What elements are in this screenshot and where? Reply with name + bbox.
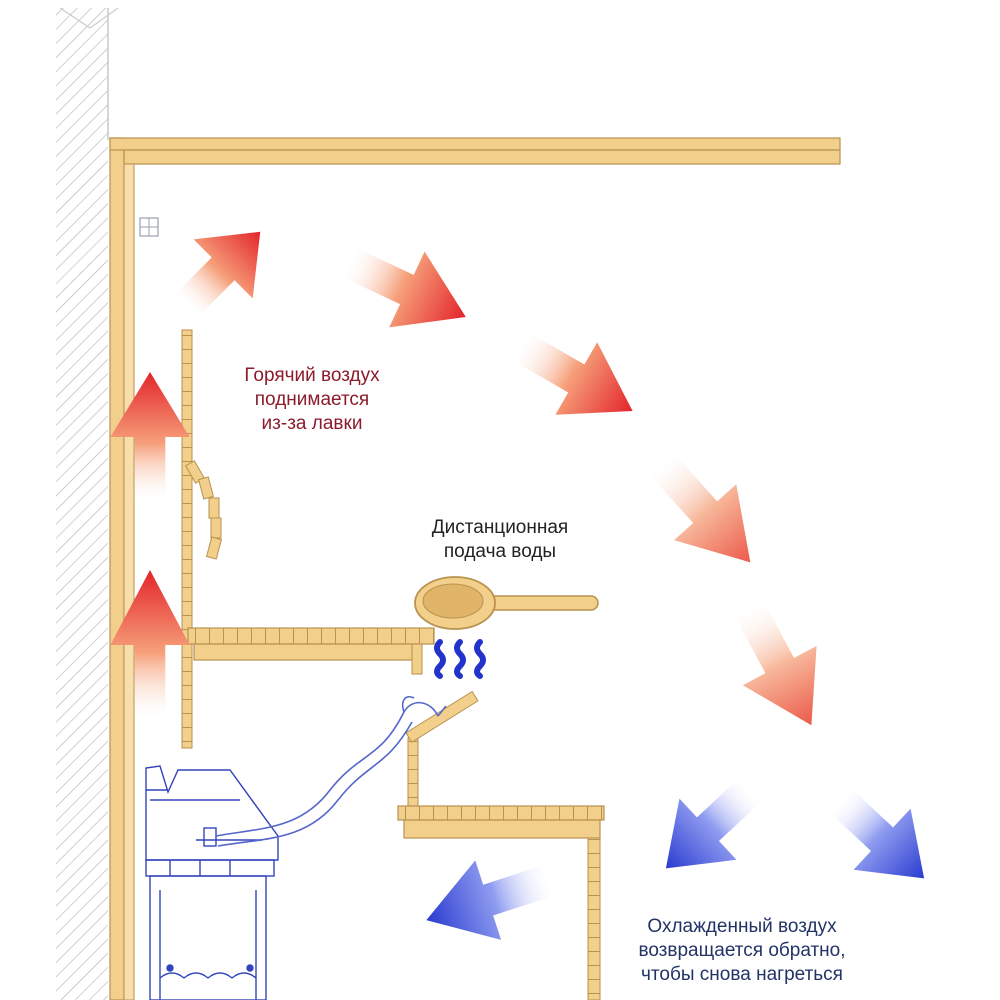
hot-air-arrow	[499, 309, 654, 448]
lower-bench-backrest	[405, 690, 479, 743]
lower-bench-seat	[397, 805, 605, 821]
hot-air-arrow	[628, 434, 782, 591]
cold-air-arrow	[637, 759, 779, 900]
sauna-stove-icon	[145, 765, 279, 1000]
water-supply-label: Дистанционная подача воды	[431, 517, 569, 562]
cold-air-label: Охлажденный воздух возвращается обратно,…	[638, 916, 846, 985]
outer-wall	[56, 8, 108, 1000]
steam-wave-icon	[434, 639, 486, 679]
water-hose-icon	[215, 696, 447, 847]
lower-bench-leg	[587, 837, 601, 1000]
upper-bench-frame	[193, 643, 419, 661]
ceiling-board	[109, 137, 841, 151]
bench-back-post	[181, 329, 193, 749]
wall-lining	[109, 137, 125, 1000]
hot-air-arrow	[711, 586, 849, 745]
upper-bench-seat	[187, 627, 435, 645]
headrest	[184, 460, 223, 560]
cold-air-arrow	[811, 769, 953, 910]
hot-air-arrow	[156, 202, 290, 336]
ceiling-lining	[123, 149, 841, 165]
cold-air-arrow	[413, 840, 563, 960]
water-ladle-icon	[414, 576, 599, 630]
lower-bench-back	[407, 737, 419, 809]
lower-bench-frame	[403, 819, 601, 839]
hot-air-label: Горячий воздух поднимается из-за лавки	[244, 365, 380, 434]
inner-wall-lining	[123, 163, 135, 1000]
hot-air-arrow	[330, 224, 484, 355]
